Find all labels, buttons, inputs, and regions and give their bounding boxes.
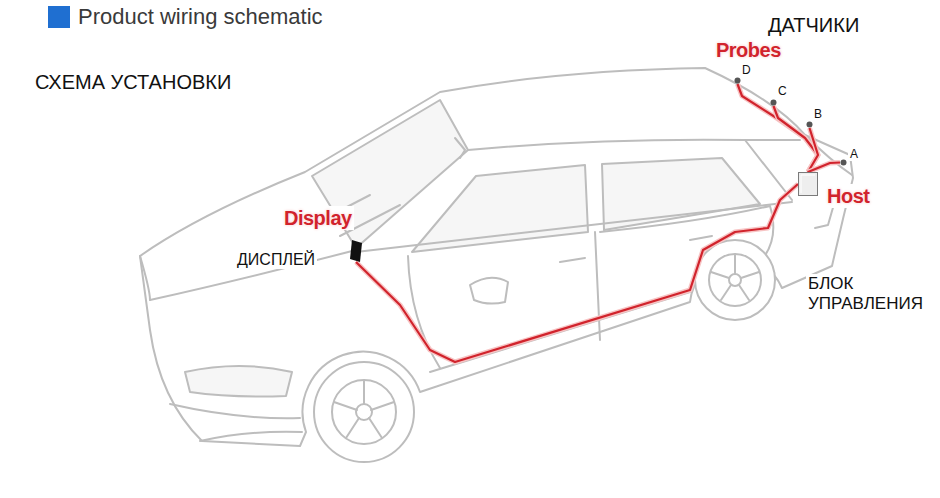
host-edge	[801, 175, 815, 193]
diagram-title: Product wiring schematic	[76, 4, 325, 30]
host-box	[799, 173, 818, 196]
display-unit: DisplayДИСПЛЕЙ	[350, 240, 362, 262]
rear-pillar	[745, 140, 792, 200]
front-spokes	[334, 380, 394, 438]
rear-spokes	[711, 254, 759, 300]
sensor-dot	[771, 100, 777, 106]
wire	[808, 163, 840, 173]
scheme-label: СХЕМА УСТАНОВКИ	[33, 70, 233, 94]
wire-halo	[808, 163, 840, 173]
sensor-a: A	[840, 159, 847, 166]
display-caption: ДИСПЛЕЙ	[235, 250, 317, 269]
sensor-letter: B	[812, 107, 824, 121]
headlight	[185, 366, 292, 397]
sensors-label: ДАТЧИКИ	[766, 13, 861, 37]
sensor-d: D	[734, 77, 741, 84]
hood-crease	[140, 256, 150, 300]
dot-shape	[770, 99, 777, 106]
rear-window	[602, 158, 760, 230]
dot-shape	[806, 121, 813, 128]
sensor-c: C	[770, 99, 777, 106]
front-rim	[332, 380, 396, 444]
car-body	[140, 68, 853, 446]
control-unit: HostБЛОК УПРАВЛЕНИЯ	[798, 172, 818, 196]
front-bumper	[170, 404, 302, 441]
sensor-dot	[735, 78, 741, 84]
wire-halo	[808, 128, 818, 172]
display-shape	[350, 240, 362, 262]
hood-edge	[150, 250, 356, 300]
wire	[356, 184, 798, 362]
sensor-b: B	[806, 121, 813, 128]
display-heading: Display	[282, 206, 354, 230]
wire-halo	[356, 184, 798, 362]
door-handle	[560, 236, 712, 262]
front-tyre	[314, 362, 414, 462]
sensor-dot	[807, 122, 813, 128]
wire-halo	[738, 84, 819, 172]
display-body	[350, 240, 362, 262]
host-heading: Host	[825, 184, 871, 208]
mirror	[470, 278, 508, 304]
host-caption: БЛОК УПРАВЛЕНИЯ	[806, 274, 936, 315]
probes-label: Probes	[714, 38, 783, 62]
wire	[808, 128, 818, 172]
sensor-letter: D	[740, 63, 753, 77]
wire	[738, 84, 819, 172]
rear-tyre	[695, 240, 775, 320]
interior-mirror	[455, 138, 465, 158]
sensor-dot	[841, 160, 847, 166]
sensor-letter: C	[776, 84, 789, 98]
host-shape	[798, 172, 818, 196]
roof-edge	[468, 140, 800, 150]
rear-rim	[709, 254, 761, 306]
front-window	[412, 165, 588, 252]
dot-shape	[734, 77, 741, 84]
sensor-letter: A	[848, 147, 860, 161]
title-square	[48, 6, 70, 28]
dot-shape	[840, 159, 847, 166]
